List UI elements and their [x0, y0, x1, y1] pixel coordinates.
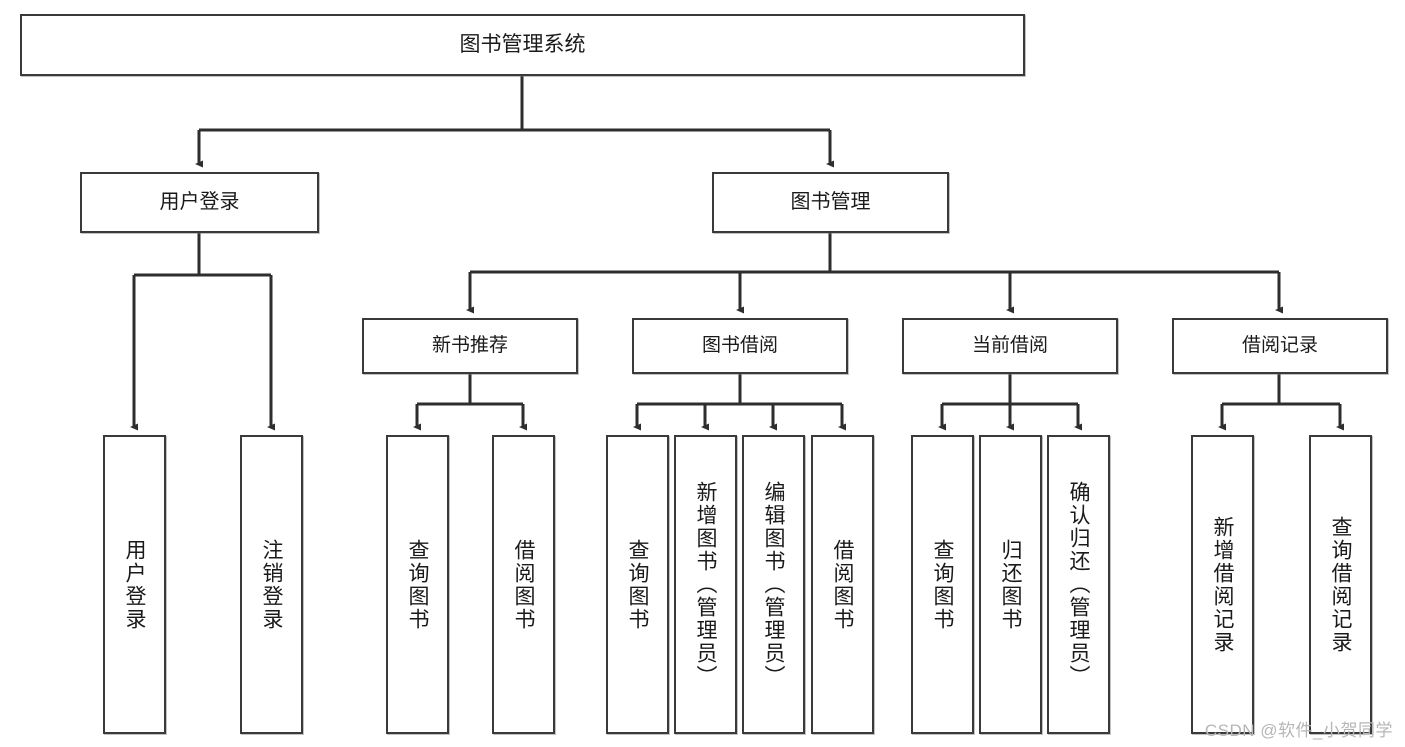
node-label: 查询图书 — [931, 538, 954, 631]
node-new-book-rec[interactable]: 新书推荐 — [362, 318, 578, 374]
node-leaf-query-record[interactable]: 查询借阅记录 — [1309, 435, 1372, 734]
node-label: 编辑图书（管理员） — [762, 481, 785, 688]
node-label: 新增图书（管理员） — [694, 481, 717, 688]
node-label: 用户登录 — [123, 538, 146, 631]
node-leaf-logout-login[interactable]: 注销登录 — [240, 435, 303, 734]
node-leaf-query-book-2[interactable]: 查询图书 — [606, 435, 669, 734]
node-book-manage[interactable]: 图书管理 — [712, 172, 949, 233]
node-leaf-edit-book[interactable]: 编辑图书（管理员） — [742, 435, 805, 734]
node-current-borrow[interactable]: 当前借阅 — [902, 318, 1118, 374]
node-label: 用户登录 — [159, 190, 240, 213]
node-leaf-query-book-1[interactable]: 查询图书 — [386, 435, 449, 734]
node-label: 图书管理系统 — [459, 32, 586, 56]
node-label: 借阅图书 — [512, 538, 535, 631]
node-label: 图书管理 — [790, 190, 871, 213]
node-leaf-add-book[interactable]: 新增图书（管理员） — [674, 435, 737, 734]
node-label: 查询借阅记录 — [1329, 515, 1352, 654]
node-label: 确认归还（管理员） — [1067, 481, 1090, 688]
node-label: 查询图书 — [626, 538, 649, 631]
node-leaf-borrow-book-2[interactable]: 借阅图书 — [811, 435, 874, 734]
node-leaf-confirm-return[interactable]: 确认归还（管理员） — [1047, 435, 1110, 734]
node-label: 借阅图书 — [831, 538, 854, 631]
node-borrow-record[interactable]: 借阅记录 — [1172, 318, 1388, 374]
node-user-login[interactable]: 用户登录 — [80, 172, 319, 233]
node-label: 图书借阅 — [701, 334, 778, 356]
node-label: 当前借阅 — [971, 334, 1048, 356]
node-label: 新增借阅记录 — [1211, 515, 1234, 654]
node-label: 注销登录 — [260, 538, 283, 631]
node-leaf-query-book-3[interactable]: 查询图书 — [911, 435, 974, 734]
node-label: 借阅记录 — [1241, 334, 1318, 356]
node-root-system[interactable]: 图书管理系统 — [20, 14, 1025, 76]
node-label: 查询图书 — [406, 538, 429, 631]
node-label: 归还图书 — [999, 538, 1022, 631]
node-book-borrow[interactable]: 图书借阅 — [632, 318, 848, 374]
node-label: 新书推荐 — [431, 334, 508, 356]
node-leaf-add-record[interactable]: 新增借阅记录 — [1191, 435, 1254, 734]
node-leaf-user-login[interactable]: 用户登录 — [103, 435, 166, 734]
node-leaf-return-book[interactable]: 归还图书 — [979, 435, 1042, 734]
node-leaf-borrow-book-1[interactable]: 借阅图书 — [492, 435, 555, 734]
